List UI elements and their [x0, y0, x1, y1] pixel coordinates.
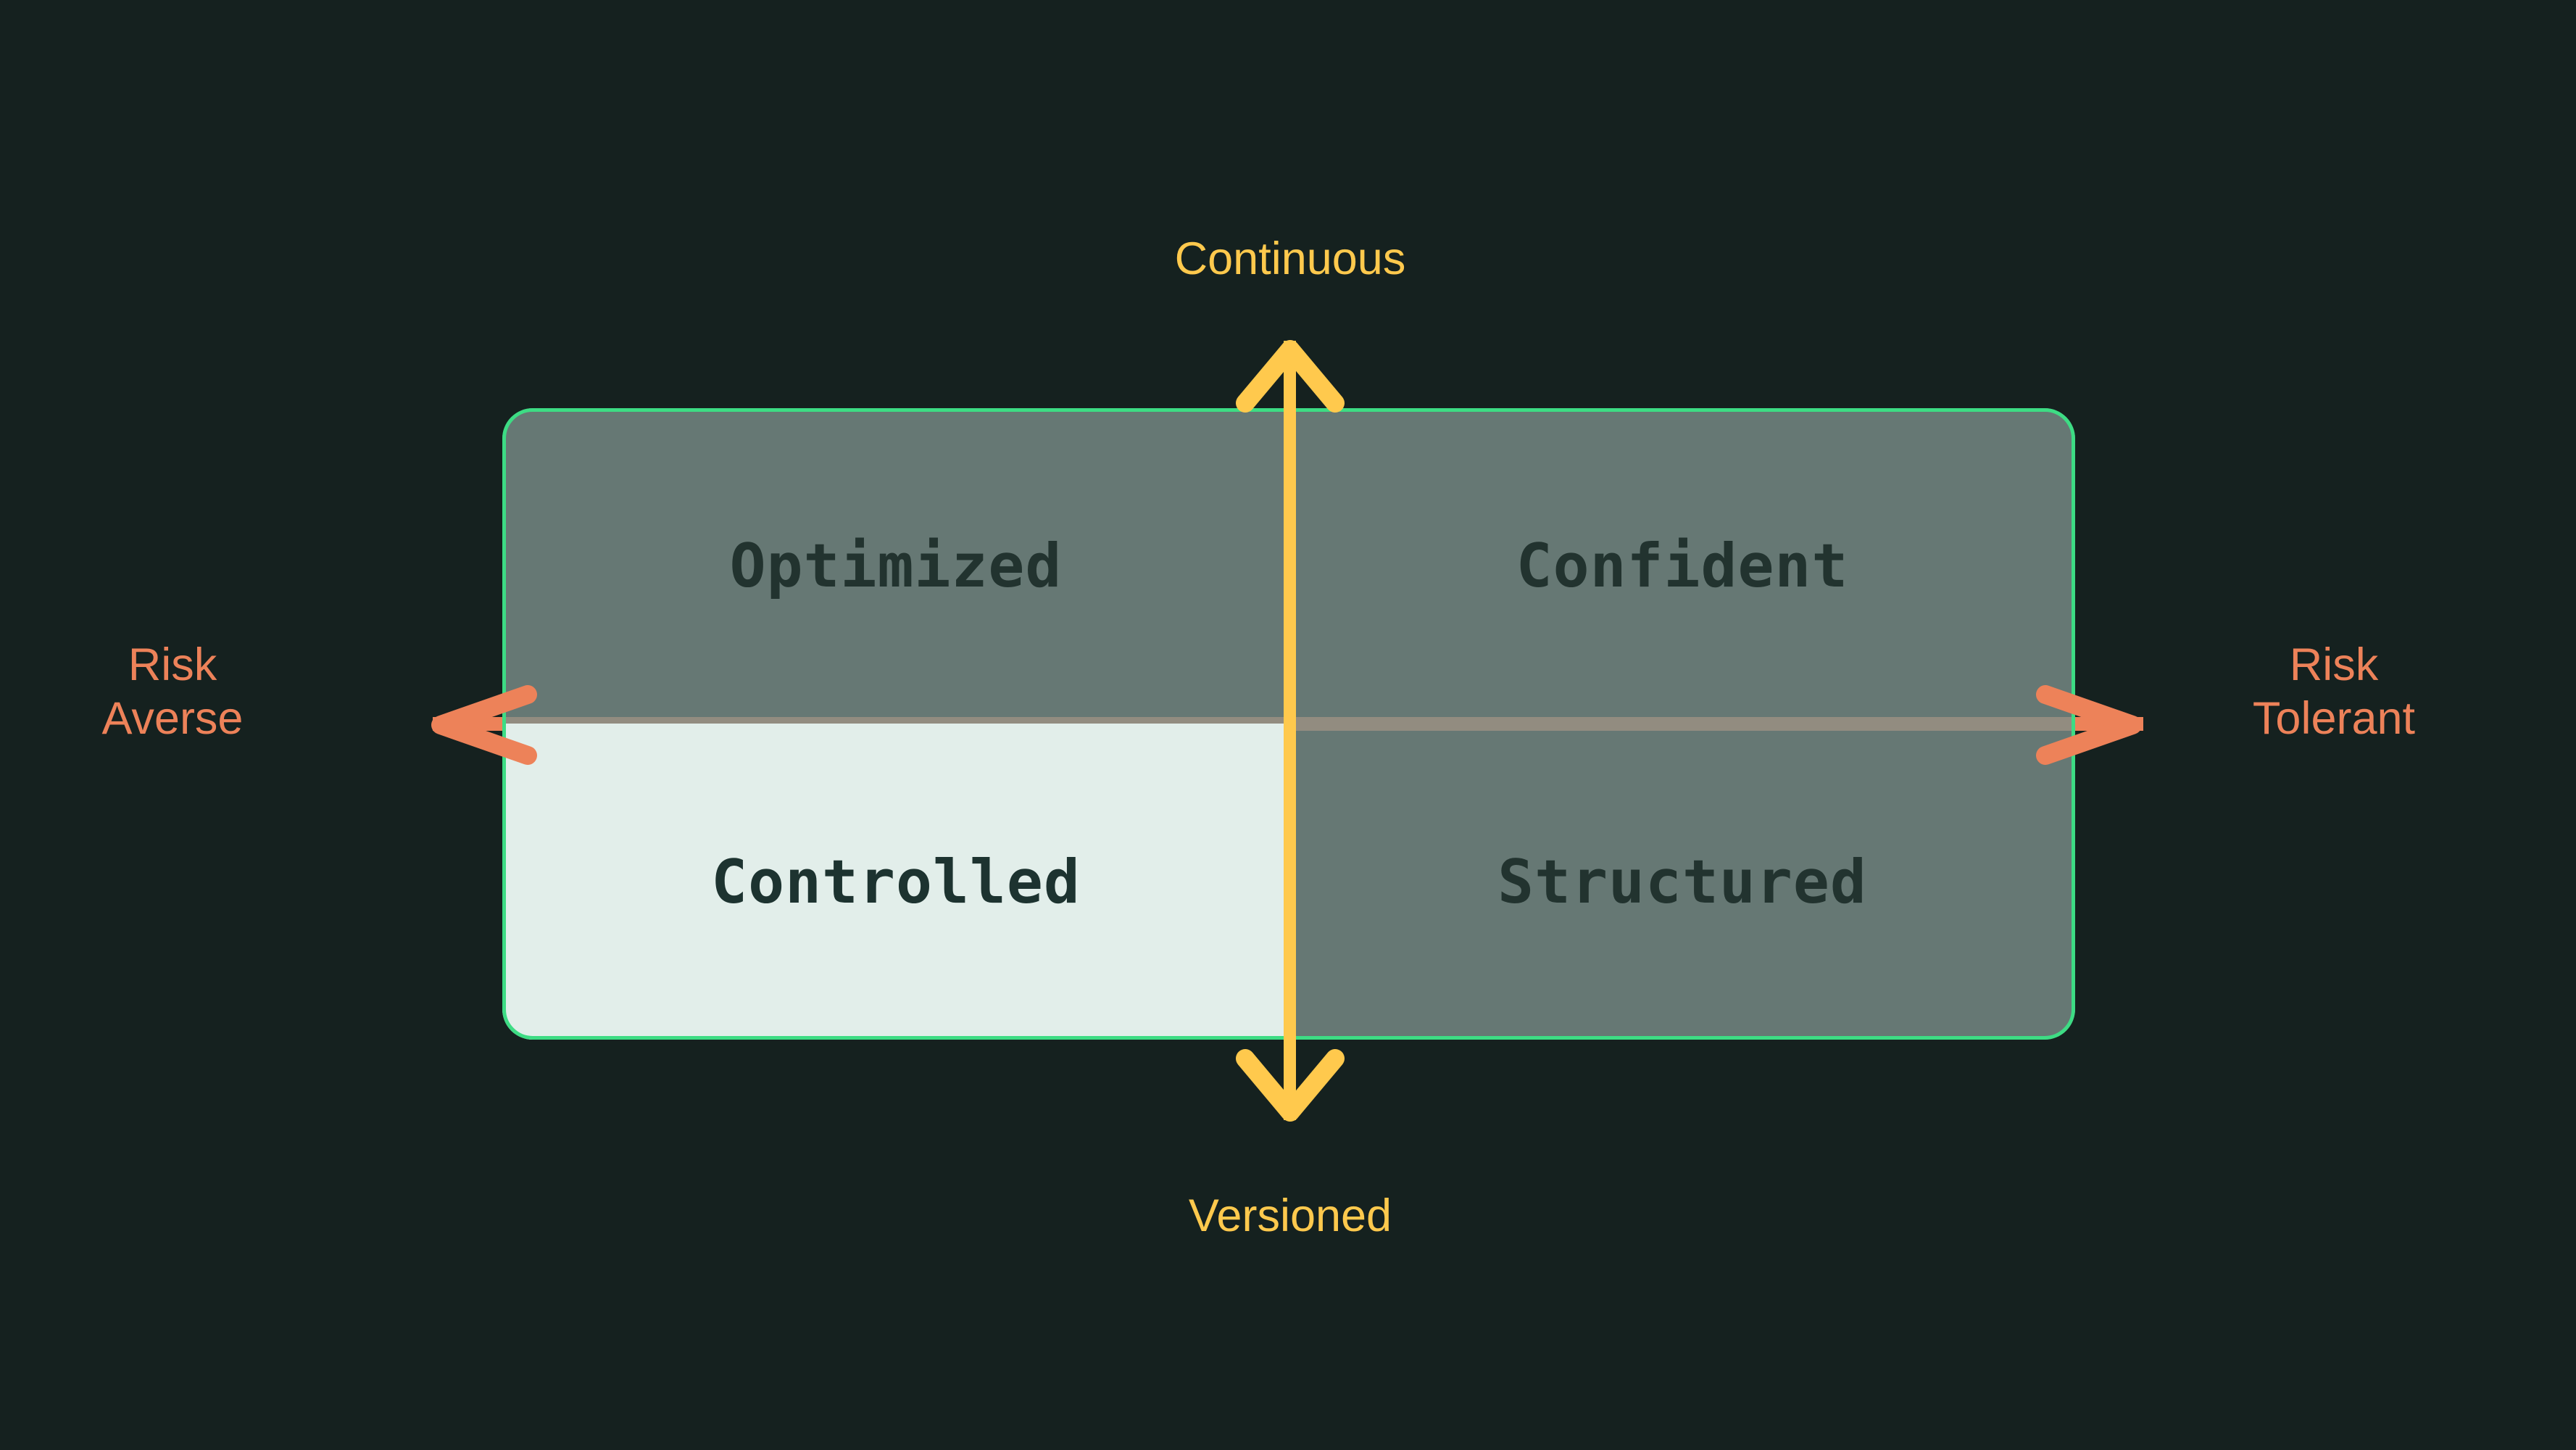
arrow-up-icon: [1236, 340, 1345, 413]
axis-label-risk-averse: Risk Averse: [101, 639, 244, 745]
quadrant-bottom-left-highlighted[interactable]: Controlled: [502, 724, 1289, 1040]
arrow-left-icon: [431, 685, 537, 765]
vertical-axis-line: [1284, 341, 1296, 1120]
quadrant-label-optimized: Optimized: [729, 531, 1063, 601]
axis-label-continuous: Continuous: [1174, 233, 1406, 284]
axis-label-versioned: Versioned: [1188, 1190, 1392, 1241]
matrix-box: Optimized Confident Controlled Structure…: [502, 408, 2075, 1040]
quadrant-top-right[interactable]: Confident: [1289, 408, 2075, 724]
quadrant-top-left[interactable]: Optimized: [502, 408, 1289, 724]
arrow-down-icon: [1236, 1049, 1345, 1122]
quadrant-bottom-right[interactable]: Structured: [1289, 724, 2075, 1040]
quadrant-label-structured: Structured: [1497, 846, 1867, 917]
quadrant-label-confident: Confident: [1516, 531, 1849, 601]
axis-label-risk-tolerant: Risk Tolerant: [2252, 639, 2416, 745]
quadrant-label-controlled: Controlled: [711, 846, 1081, 917]
arrow-right-icon: [2036, 685, 2142, 765]
